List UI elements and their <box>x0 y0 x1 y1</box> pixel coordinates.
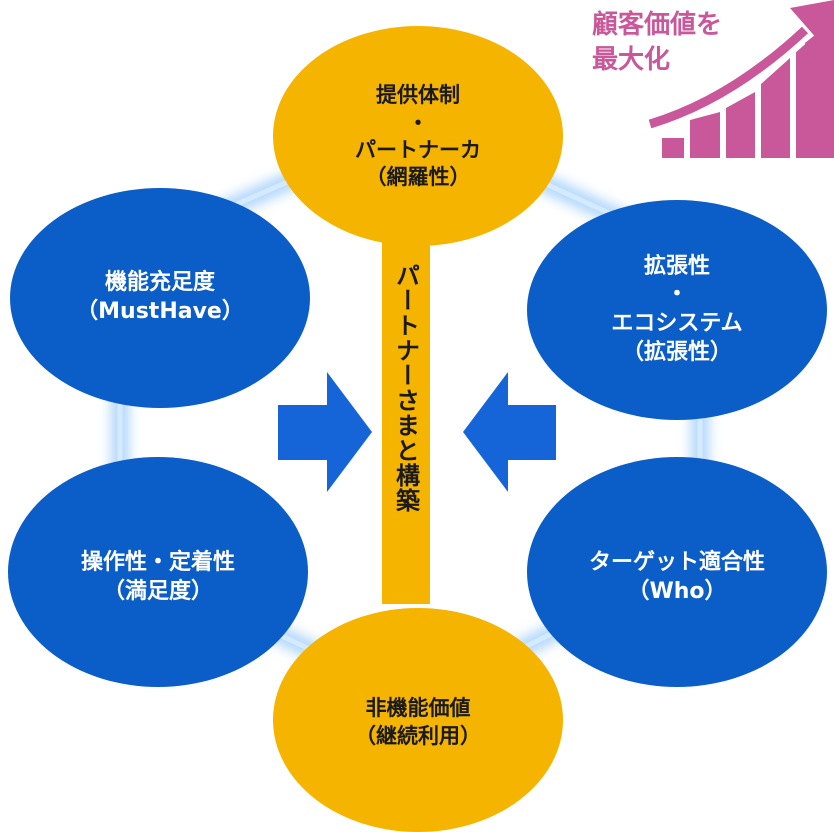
node-upper-right-line-1: 拡張性 <box>643 253 710 279</box>
node-top-line-4: （網羅性） <box>365 165 471 190</box>
node-lower-right-line-1: ターゲット適合性 <box>588 549 765 575</box>
right-arrow-icon <box>278 372 372 492</box>
top-right-line-2: 最大化 <box>592 45 671 76</box>
node-lower-left-label: 操作性・定着性 （満足度） <box>20 530 296 625</box>
node-upper-right-line-3: エコシステム <box>611 311 743 336</box>
node-top-line-1: 提供体制 <box>376 83 460 108</box>
node-upper-left-label: 機能充足度 （MustHave） <box>30 250 290 345</box>
ellipse-top <box>273 26 563 246</box>
node-lower-right-line-2: （Who） <box>627 578 727 604</box>
growth-arrow-bar-icon <box>638 0 834 158</box>
ellipse-upper-left <box>10 188 310 408</box>
node-lower-left-line-2: （満足度） <box>102 578 213 604</box>
ellipse-lower-left <box>8 457 308 687</box>
center-bar-label: パートナーさまと構築 <box>391 263 420 513</box>
left-arrow-icon <box>463 372 556 492</box>
node-upper-left-line-1: 機能充足度 <box>104 269 215 295</box>
node-lower-left-line-1: 操作性・定着性 <box>80 549 235 575</box>
node-upper-left-line-2: （MustHave） <box>76 298 244 324</box>
node-upper-right-line-4: （拡張性） <box>621 339 732 365</box>
ellipse-bottom <box>273 608 563 832</box>
node-top-line-3: パートナーカ <box>355 138 481 162</box>
node-top-label: 提供体制 ・ パートナーカ （網羅性） <box>300 62 536 212</box>
center-bar <box>382 232 430 604</box>
node-upper-right-line-2: ・ <box>665 282 688 308</box>
node-bottom-label: 非機能価値 （継続利用） <box>300 675 536 770</box>
maximize-customer-value-label: 顧客価値を 最大化 <box>592 8 722 78</box>
ellipse-lower-right <box>527 457 827 687</box>
top-right-line-1: 顧客価値を <box>592 10 723 40</box>
node-bottom-line-1: 非機能価値 <box>365 696 471 721</box>
node-upper-right-label: 拡張性 ・ エコシステム （拡張性） <box>545 235 809 385</box>
node-bottom-line-2: （継続利用） <box>355 723 481 748</box>
node-lower-right-label: ターゲット適合性 （Who） <box>538 530 816 625</box>
ellipse-upper-right <box>527 200 827 420</box>
node-top-line-2: ・ <box>407 110 429 135</box>
